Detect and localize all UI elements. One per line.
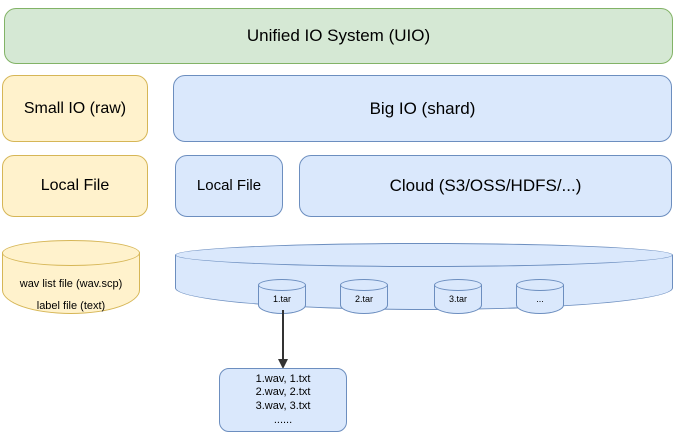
label-file-label: label file (text) [36,300,106,312]
cylinder-top-ellipse [175,243,673,267]
unified-io-system-label: Unified IO System (UIO) [246,26,431,46]
shard-to-contents-arrow [278,310,288,369]
shard-content-line-2: 2.wav, 2.txt [255,386,311,399]
arrowhead-icon [278,359,288,369]
wav-list-file-label: wav list file (wav.scp) [19,278,123,290]
shard-label: ... [536,294,544,304]
shard-cylinder-more[interactable]: ... [516,279,564,315]
big-io-shard-box: Big IO (shard) [173,75,672,142]
shard-content-line-1: 1.wav, 1.txt [255,372,311,385]
small-io-raw-label: Small IO (raw) [23,99,127,117]
cylinder-top-ellipse [2,240,140,266]
shard-content-line-4: ...... [273,413,293,426]
cylinder-top-ellipse [434,279,482,291]
shard-label: 3.tar [448,294,467,304]
shard-cylinder-2[interactable]: 2.tar [340,279,388,315]
shard-cylinder-1[interactable]: 1.tar [258,279,306,315]
big-io-shard-label: Big IO (shard) [369,98,476,118]
shard-store-cylinder [175,243,673,320]
shard-cylinder-3[interactable]: 3.tar [434,279,482,315]
local-file-shard-label: Local File [196,176,262,194]
local-file-raw-label: Local File [40,177,110,194]
cylinder-top-ellipse [258,279,306,291]
small-io-raw-box: Small IO (raw) [2,75,148,142]
shard-contents-box: 1.wav, 1.txt 2.wav, 2.txt 3.wav, 3.txt .… [219,368,347,432]
cloud-storage-label: Cloud (S3/OSS/HDFS/...) [389,176,582,196]
cylinder-top-ellipse [516,279,564,291]
unified-io-system-box: Unified IO System (UIO) [4,8,673,64]
raw-store-cylinder: wav list file (wav.scp) label file (text… [2,240,140,326]
shard-content-line-3: 3.wav, 3.txt [255,400,311,412]
shard-label: 1.tar [272,294,291,304]
cylinder-top-ellipse [340,279,388,291]
shard-label: 2.tar [354,294,373,304]
cloud-storage-box: Cloud (S3/OSS/HDFS/...) [299,155,672,217]
local-file-raw-box: Local File [2,155,148,217]
local-file-shard-box: Local File [175,155,283,217]
